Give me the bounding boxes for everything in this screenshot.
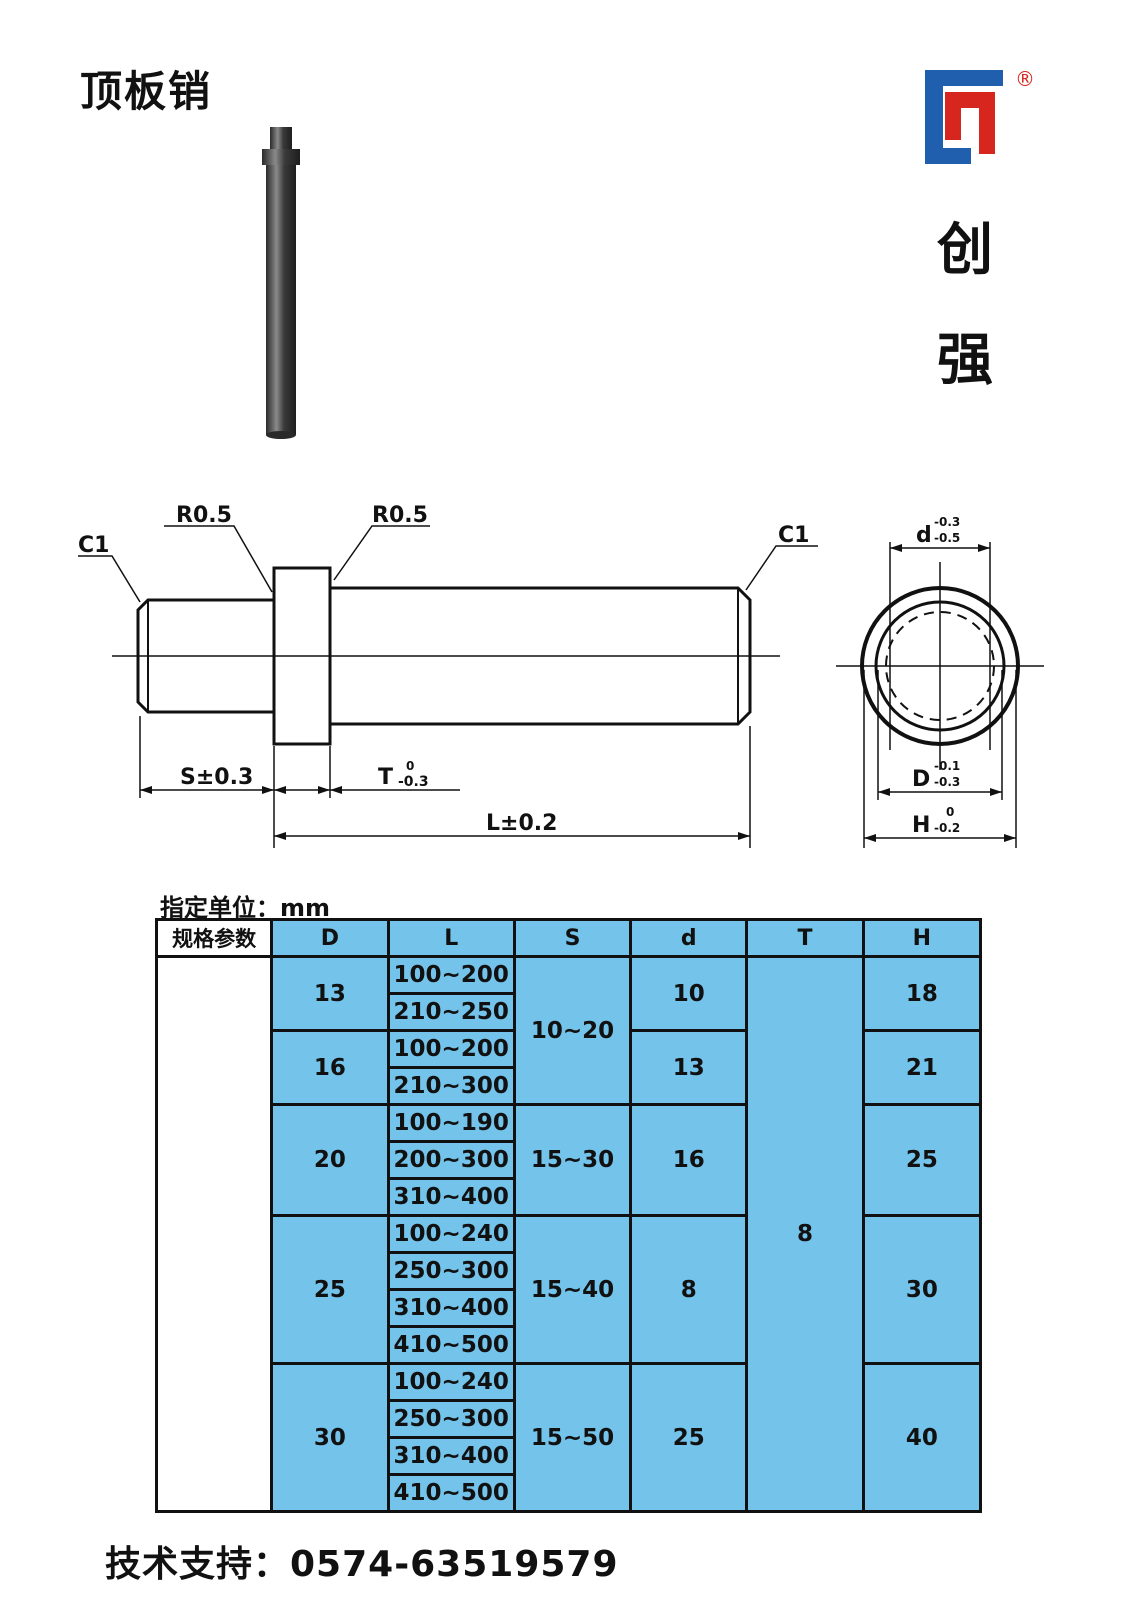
label-t-lower: -0.3 bbox=[398, 774, 429, 790]
cell-D: 16 bbox=[270, 1029, 390, 1106]
label-d-big-upper: -0.1 bbox=[934, 759, 960, 773]
blank-column bbox=[154, 955, 274, 1513]
header-L: L bbox=[386, 918, 516, 958]
table-row: 250~300 bbox=[157, 1251, 981, 1291]
cell-L: 410~500 bbox=[386, 1473, 516, 1513]
label-t-base: T bbox=[378, 765, 393, 790]
header-corner: 规格参数 bbox=[154, 918, 274, 958]
label-c1-left: C1 bbox=[78, 533, 109, 558]
label-r05-left: R0.5 bbox=[176, 503, 232, 528]
cell-L: 250~300 bbox=[386, 1251, 516, 1291]
cell-L: 100~200 bbox=[386, 955, 516, 995]
table-row: 200~300 bbox=[157, 1140, 981, 1180]
table-row: 16 100~200 13 21 bbox=[157, 1029, 983, 1106]
label-l-tolerance: L±0.2 bbox=[486, 811, 557, 836]
cell-L: 200~300 bbox=[386, 1140, 516, 1180]
table-row: 25 100~240 15~40 8 30 bbox=[157, 1214, 983, 1365]
cell-L: 100~240 bbox=[386, 1214, 516, 1254]
technical-drawing: C1 R0.5 R0.5 C1 S±0.3 T 0 -0.3 L±0.2 d -… bbox=[78, 503, 1044, 848]
cell-S: 10~20 bbox=[512, 955, 633, 1106]
header-H: H bbox=[861, 918, 983, 958]
label-h-upper: 0 bbox=[946, 805, 954, 819]
table-row: 410~500 bbox=[157, 1473, 981, 1513]
pin-photo bbox=[262, 127, 300, 439]
label-d-small-lower: -0.5 bbox=[934, 531, 960, 545]
header-S: S bbox=[512, 918, 633, 958]
cell-L: 210~250 bbox=[386, 992, 516, 1032]
label-s-tolerance: S±0.3 bbox=[180, 765, 253, 790]
cell-d: 8 bbox=[629, 1214, 749, 1365]
cell-S: 15~40 bbox=[512, 1214, 633, 1365]
label-d-small-upper: -0.3 bbox=[934, 515, 960, 529]
header-D: D bbox=[270, 918, 390, 958]
label-d-big-base: D bbox=[912, 767, 930, 792]
cell-H: 18 bbox=[861, 955, 983, 1032]
brand-logo: ® bbox=[925, 67, 1035, 164]
table-row: 30 100~240 15~50 25 40 bbox=[157, 1362, 983, 1513]
cell-D: 30 bbox=[270, 1362, 390, 1513]
cell-L: 250~300 bbox=[386, 1399, 516, 1439]
registered-mark: ® bbox=[1015, 67, 1035, 91]
table-row: 210~300 bbox=[157, 1066, 981, 1106]
cell-S: 15~30 bbox=[512, 1103, 633, 1217]
brand-char-2: 强 bbox=[937, 327, 993, 393]
cell-L: 100~190 bbox=[386, 1103, 516, 1143]
label-r05-right: R0.5 bbox=[372, 503, 428, 528]
cell-L: 310~400 bbox=[386, 1288, 516, 1328]
label-h-lower: -0.2 bbox=[934, 821, 960, 835]
header-d: d bbox=[629, 918, 749, 958]
label-c1-right: C1 bbox=[778, 523, 809, 548]
cell-d: 10 bbox=[629, 955, 749, 1032]
cell-d: 16 bbox=[629, 1103, 749, 1217]
cell-L: 210~300 bbox=[386, 1066, 516, 1106]
label-d-small-base: d bbox=[916, 523, 932, 548]
label-d-big-lower: -0.3 bbox=[934, 775, 960, 789]
cell-T: 8 bbox=[745, 955, 865, 1513]
cell-d: 25 bbox=[629, 1362, 749, 1513]
table-row: 410~500 bbox=[157, 1325, 981, 1365]
cell-D: 25 bbox=[270, 1214, 390, 1365]
cell-L: 100~200 bbox=[386, 1029, 516, 1069]
cell-H: 21 bbox=[861, 1029, 983, 1106]
label-h-base: H bbox=[912, 813, 930, 838]
unit-label: 指定单位：mm bbox=[160, 894, 331, 922]
cell-d: 13 bbox=[629, 1029, 749, 1106]
cell-H: 40 bbox=[861, 1362, 983, 1513]
table-row: 310~400 bbox=[157, 1436, 981, 1476]
table-row: 250~300 bbox=[157, 1399, 981, 1439]
cell-S: 15~50 bbox=[512, 1362, 633, 1513]
cell-L: 310~400 bbox=[386, 1436, 516, 1476]
brand-char-1: 创 bbox=[937, 217, 993, 283]
table-row: 310~400 bbox=[157, 1177, 981, 1217]
table-row: 13 100~200 10~20 10 8 18 bbox=[154, 955, 983, 1513]
header-T: T bbox=[745, 918, 865, 958]
cell-L: 100~240 bbox=[386, 1362, 516, 1402]
cell-D: 20 bbox=[270, 1103, 390, 1217]
table-row: 210~250 bbox=[157, 992, 981, 1032]
label-t-upper: 0 bbox=[406, 759, 414, 773]
cell-L: 310~400 bbox=[386, 1177, 516, 1217]
cell-D: 13 bbox=[270, 955, 390, 1032]
cell-H: 30 bbox=[861, 1214, 983, 1365]
table-row: 310~400 bbox=[157, 1288, 981, 1328]
spec-table: 规格参数 D L S d T H 13 100~200 10~20 10 8 1… bbox=[154, 918, 983, 1513]
table-row: 20 100~190 15~30 16 25 bbox=[157, 1103, 983, 1217]
cell-L: 410~500 bbox=[386, 1325, 516, 1365]
page-title: 顶板销 bbox=[80, 67, 213, 116]
cell-H: 25 bbox=[861, 1103, 983, 1217]
tech-support-phone: 技术支持：0574-63519579 bbox=[105, 1544, 619, 1585]
table-header-row: 规格参数 D L S d T H bbox=[154, 918, 983, 958]
